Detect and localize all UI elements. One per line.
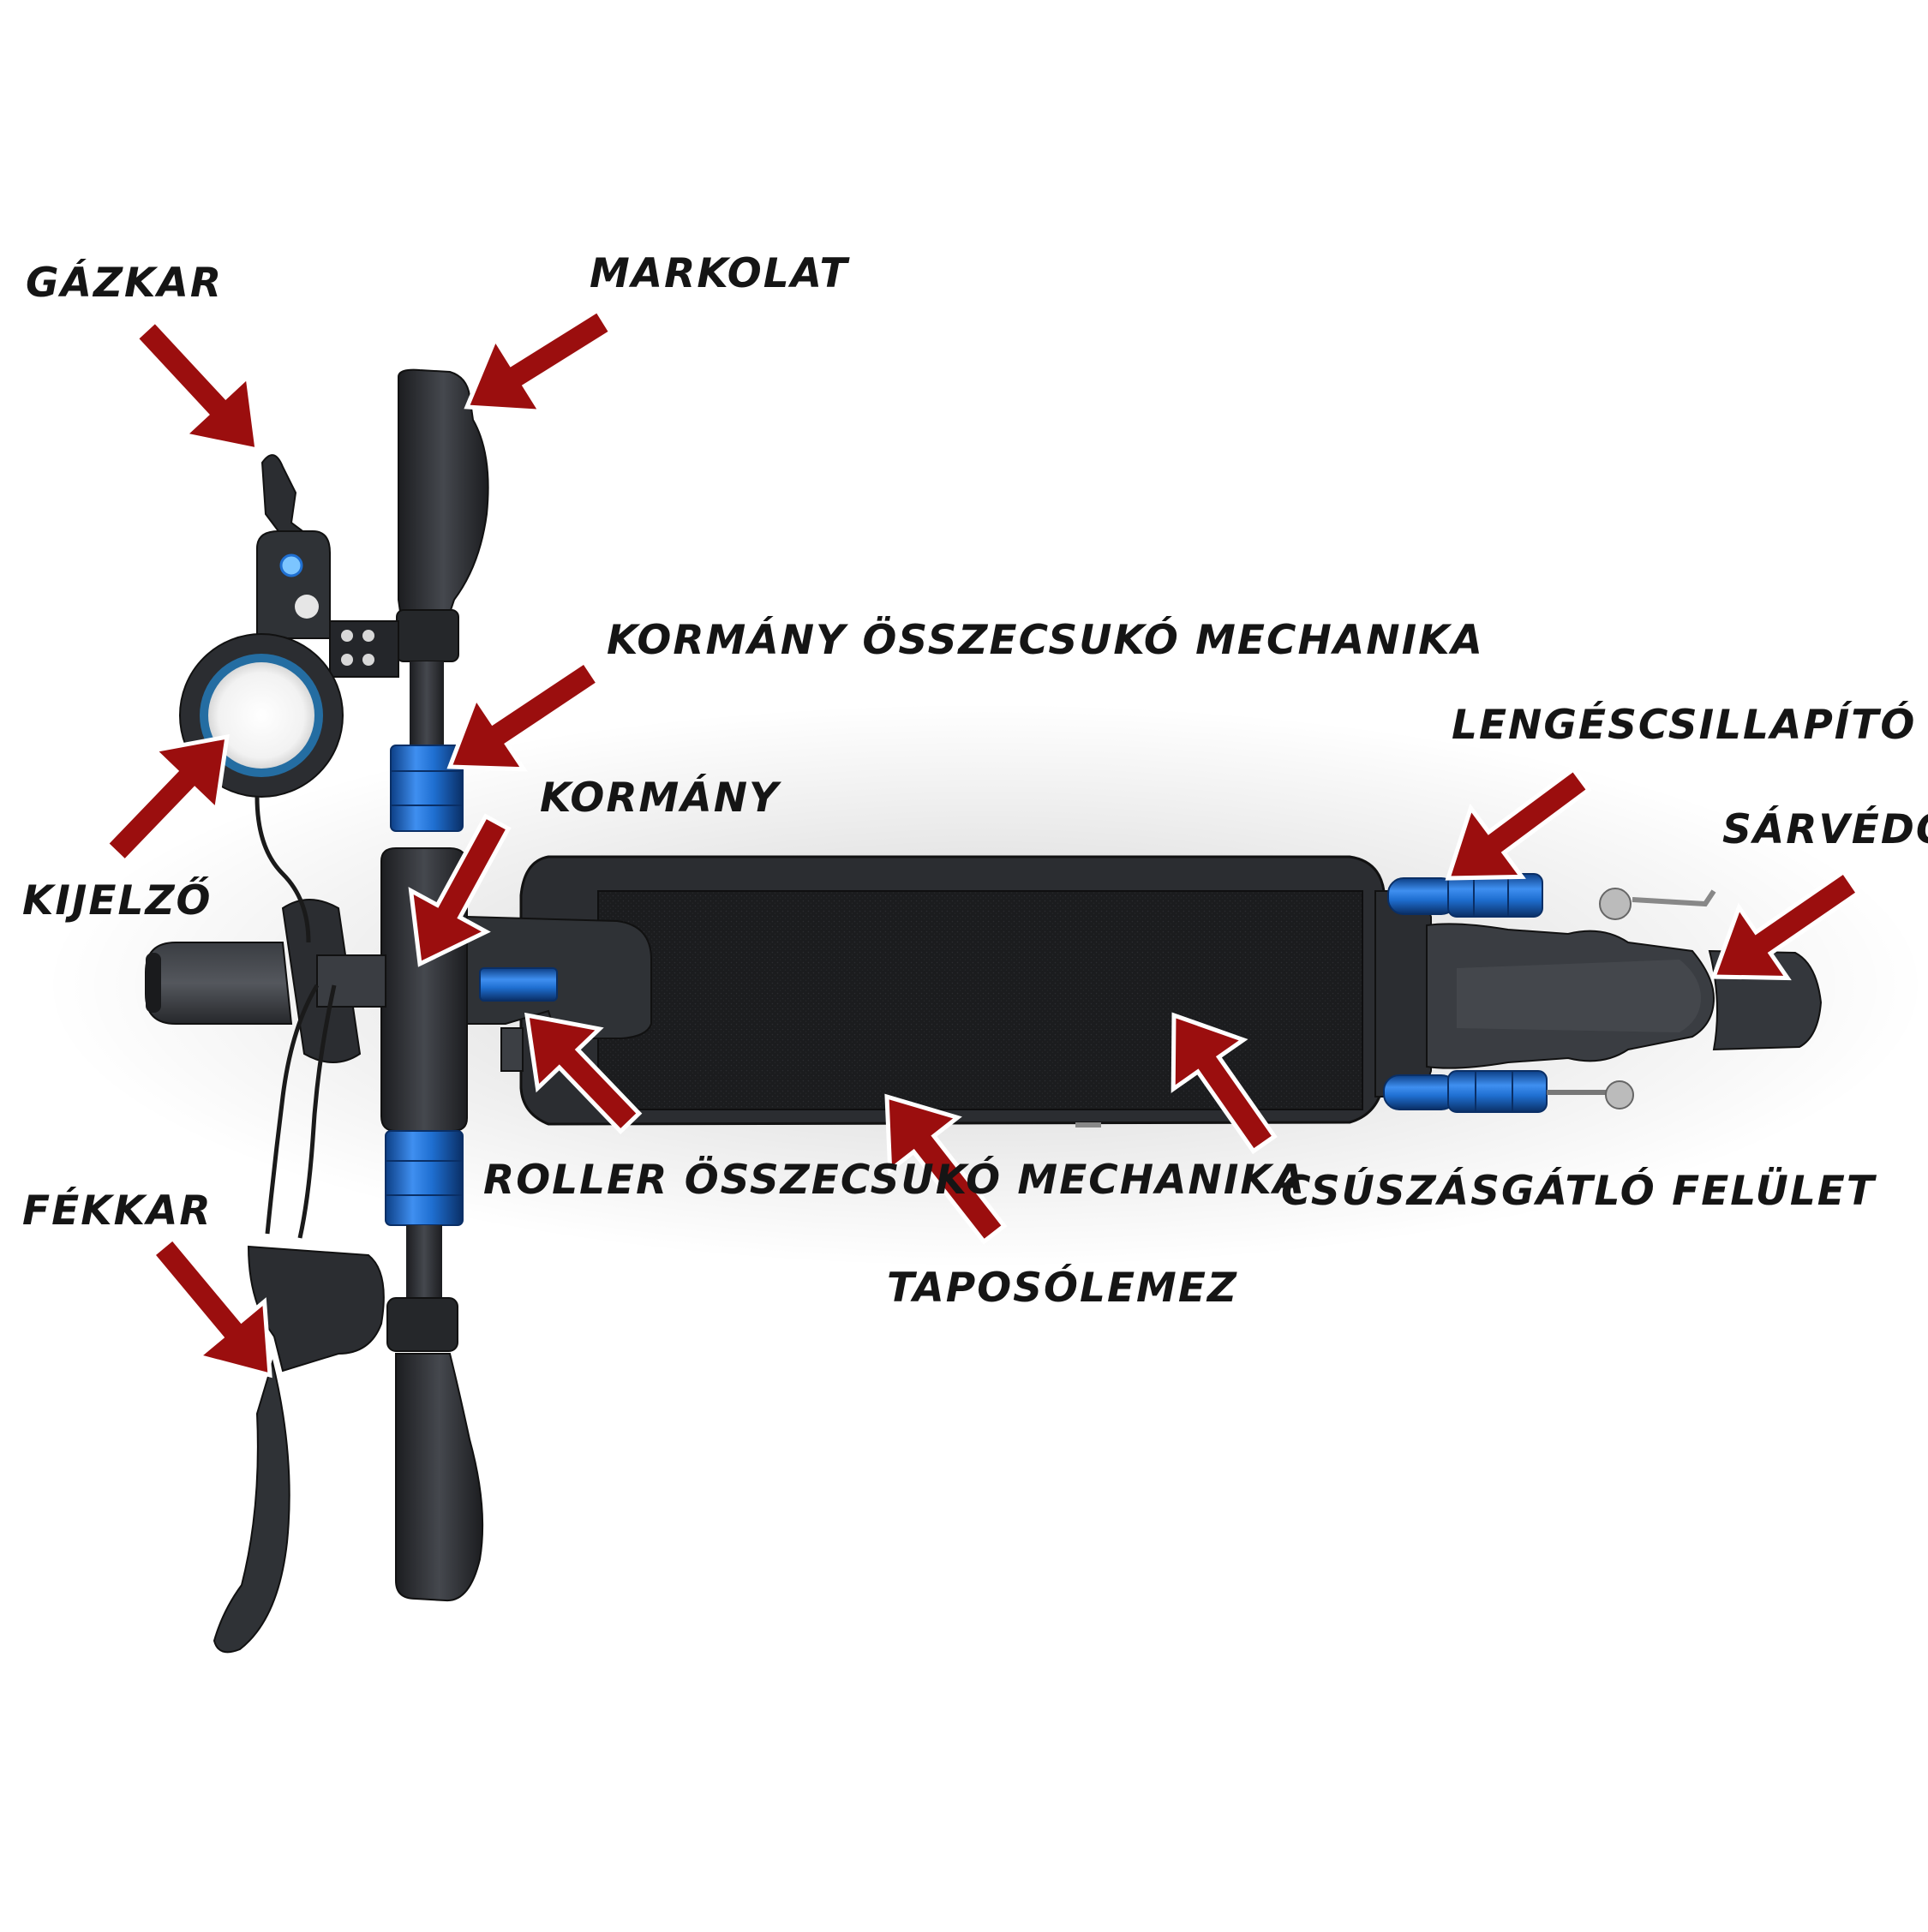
label-footplate: TAPOSÓLEMEZ bbox=[887, 1265, 1239, 1312]
brake-lever-body bbox=[247, 1245, 385, 1373]
deck bbox=[519, 855, 1386, 1127]
upper-fold-collar bbox=[390, 745, 464, 832]
light-button-icon bbox=[295, 595, 319, 619]
label-handlebar-folding-mechanism: KORMÁNY ÖSSZECSUKÓ MECHANIKA bbox=[607, 617, 1484, 664]
display-screen bbox=[208, 662, 314, 769]
shock-absorber-top bbox=[1387, 873, 1543, 918]
lower-fold-collar bbox=[385, 1130, 464, 1226]
bottom-grip-clamp bbox=[386, 1297, 458, 1352]
arrow-grip bbox=[464, 307, 614, 415]
brake-lever-assembly bbox=[213, 984, 385, 1654]
top-grip-clamp bbox=[396, 609, 459, 662]
brake-lever-handle bbox=[213, 1359, 290, 1654]
arrow-anti-slip bbox=[1171, 1012, 1278, 1155]
callout-arrows bbox=[103, 307, 1861, 1379]
label-shock-absorber: LENGÉSCSILLAPÍTÓ bbox=[1452, 702, 1917, 749]
label-throttle: GÁZKAR bbox=[26, 260, 224, 307]
arrow-handlebar bbox=[408, 813, 512, 967]
arrow-display bbox=[103, 733, 230, 864]
label-fender: SÁRVÉDŐ bbox=[1722, 806, 1928, 853]
label-display: KIJELZŐ bbox=[22, 877, 213, 924]
label-scooter-folding-mechanism: ROLLER ÖSSZECSUKÓ MECHANIKA bbox=[483, 1157, 1307, 1204]
label-brake-lever: FÉKKAR bbox=[22, 1187, 213, 1235]
arrow-fold-mechanism bbox=[524, 1012, 643, 1134]
arrow-handlebar-fold bbox=[446, 659, 602, 772]
label-handlebar: KORMÁNY bbox=[540, 775, 781, 822]
bottom-grip bbox=[395, 1353, 484, 1602]
label-grip: MARKOLAT bbox=[590, 250, 849, 297]
label-anti-slip-surface: CSÚSZÁSGÁTLÓ FELÜLET bbox=[1281, 1168, 1876, 1215]
handlebar bbox=[380, 368, 489, 1602]
power-button-icon bbox=[279, 553, 303, 577]
arrow-fender bbox=[1710, 869, 1861, 981]
fold-lever-blue bbox=[479, 967, 558, 1002]
rear-assembly bbox=[1374, 873, 1823, 1113]
arrow-throttle bbox=[133, 318, 260, 453]
arrow-shock bbox=[1445, 766, 1592, 881]
shock-absorber-bottom bbox=[1383, 1070, 1634, 1113]
arrow-brake bbox=[149, 1235, 272, 1379]
deck-grip-tape bbox=[597, 890, 1363, 1110]
top-grip bbox=[398, 368, 489, 631]
upper-bar bbox=[410, 661, 444, 747]
arrow-footplate bbox=[884, 1093, 1008, 1245]
folding-mechanism bbox=[466, 915, 652, 1072]
